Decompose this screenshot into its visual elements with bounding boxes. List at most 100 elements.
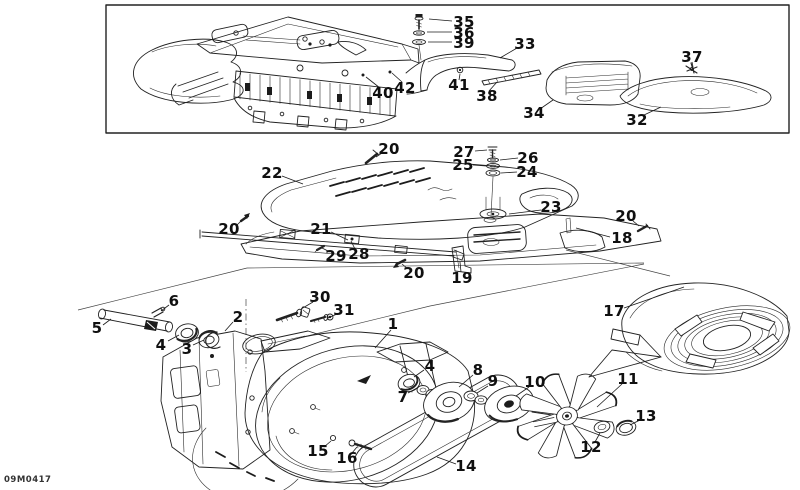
callout-14: 14 bbox=[455, 457, 476, 475]
callout-leader-17 bbox=[623, 286, 685, 309]
bolts-art bbox=[275, 306, 373, 451]
callout-15: 15 bbox=[307, 442, 328, 460]
callout-leader-3 bbox=[192, 339, 205, 346]
inset-box bbox=[105, 4, 790, 134]
oil-cap-art bbox=[479, 196, 507, 220]
callout-35: 35 bbox=[453, 13, 474, 31]
callout-leader-18 bbox=[575, 227, 611, 238]
callout-leader-26 bbox=[499, 157, 519, 161]
callout-20: 20 bbox=[403, 264, 424, 282]
callout-29: 29 bbox=[325, 247, 346, 265]
valve-cover bbox=[260, 160, 579, 240]
callout-leader-12 bbox=[594, 432, 601, 443]
callout-11: 11 bbox=[617, 370, 638, 388]
callout-20: 20 bbox=[378, 140, 399, 158]
inset-border bbox=[105, 4, 790, 134]
belt-art bbox=[353, 374, 521, 488]
callout-leader-29 bbox=[321, 247, 331, 253]
fan-art bbox=[514, 370, 620, 462]
callout-leader-27 bbox=[474, 149, 488, 152]
callout-36: 36 bbox=[453, 24, 474, 42]
callout-21: 21 bbox=[310, 220, 331, 238]
callout-4: 4 bbox=[156, 336, 167, 354]
callout-leader-37 bbox=[691, 61, 694, 68]
engine-top-art bbox=[199, 146, 662, 274]
callout-9: 9 bbox=[488, 372, 499, 390]
callout-leader-20 bbox=[632, 220, 640, 227]
callout-34: 34 bbox=[523, 104, 544, 122]
pulley-stack-art bbox=[397, 373, 554, 423]
callout-5: 5 bbox=[92, 319, 103, 337]
screw-washer-stack-art bbox=[412, 14, 426, 61]
callout-leader-13 bbox=[629, 419, 641, 426]
callout-leader-42 bbox=[391, 72, 403, 83]
callout-leader-38 bbox=[488, 81, 498, 92]
callout-leader-7 bbox=[407, 387, 418, 394]
callout-37: 37 bbox=[681, 48, 702, 66]
callout-7: 7 bbox=[398, 388, 409, 406]
callout-6: 6 bbox=[169, 292, 180, 310]
callout-leader-34 bbox=[539, 99, 554, 110]
callout-leader-41 bbox=[458, 73, 461, 81]
callout-leader-1 bbox=[374, 329, 392, 349]
crankcase-art bbox=[160, 330, 331, 470]
callout-leader-11 bbox=[596, 383, 623, 408]
callout-leader-24 bbox=[500, 171, 518, 174]
callout-30: 30 bbox=[309, 288, 330, 306]
callout-8: 8 bbox=[473, 361, 484, 379]
callout-40: 40 bbox=[372, 84, 393, 102]
callout-10: 10 bbox=[524, 373, 545, 391]
callout-leader-25 bbox=[472, 164, 487, 167]
air-intake-parts-art bbox=[405, 53, 772, 114]
callout-20: 20 bbox=[615, 207, 636, 225]
callout-leader-lines bbox=[102, 18, 694, 465]
document-code: 09M0417 bbox=[4, 475, 51, 485]
callout-1: 1 bbox=[388, 315, 399, 333]
callout-19: 19 bbox=[451, 269, 472, 287]
callout-leader-16 bbox=[351, 446, 358, 454]
callout-13: 13 bbox=[635, 407, 656, 425]
callout-32: 32 bbox=[626, 111, 647, 129]
callout-12: 12 bbox=[580, 438, 601, 456]
callout-leader-30 bbox=[300, 301, 314, 310]
callout-leader-31 bbox=[327, 313, 338, 319]
callout-leader-32 bbox=[643, 106, 662, 116]
callout-leader-21 bbox=[330, 231, 349, 241]
construction-lines bbox=[77, 249, 671, 372]
callout-leader-20 bbox=[401, 263, 409, 270]
callout-17: 17 bbox=[603, 302, 624, 320]
callout-4: 4 bbox=[425, 357, 436, 375]
bracket-19 bbox=[451, 245, 472, 274]
callout-20: 20 bbox=[218, 220, 239, 238]
callout-18: 18 bbox=[611, 229, 632, 247]
callout-leader-20 bbox=[375, 152, 383, 158]
callout-26: 26 bbox=[517, 149, 538, 167]
callout-leader-5 bbox=[102, 318, 112, 326]
callout-23: 23 bbox=[540, 198, 561, 216]
callout-38: 38 bbox=[476, 87, 497, 105]
cooling-fan-assembly-art bbox=[97, 282, 791, 490]
fan-housing-art bbox=[192, 331, 476, 490]
callout-33: 33 bbox=[514, 35, 535, 53]
callout-leader-19 bbox=[459, 261, 462, 273]
callout-leader-14 bbox=[436, 456, 457, 465]
callout-leader-22 bbox=[281, 175, 304, 185]
callout-leader-15 bbox=[323, 440, 332, 448]
callout-leader-6 bbox=[160, 304, 170, 312]
callout-leader-4 bbox=[413, 369, 425, 378]
callout-leader-35 bbox=[428, 18, 453, 22]
callout-leader-9 bbox=[476, 385, 489, 394]
callout-leader-28 bbox=[350, 240, 356, 250]
callout-31: 31 bbox=[333, 301, 354, 319]
engine-assembly-art bbox=[133, 16, 420, 131]
callout-22: 22 bbox=[261, 164, 282, 182]
callout-leader-8 bbox=[458, 374, 474, 388]
callout-leader-40 bbox=[365, 76, 381, 89]
callout-42: 42 bbox=[394, 79, 415, 97]
callout-41: 41 bbox=[448, 76, 469, 94]
callout-28: 28 bbox=[348, 245, 369, 263]
callout-25: 25 bbox=[452, 156, 473, 174]
callout-24: 24 bbox=[516, 163, 537, 181]
callout-3: 3 bbox=[182, 340, 193, 358]
